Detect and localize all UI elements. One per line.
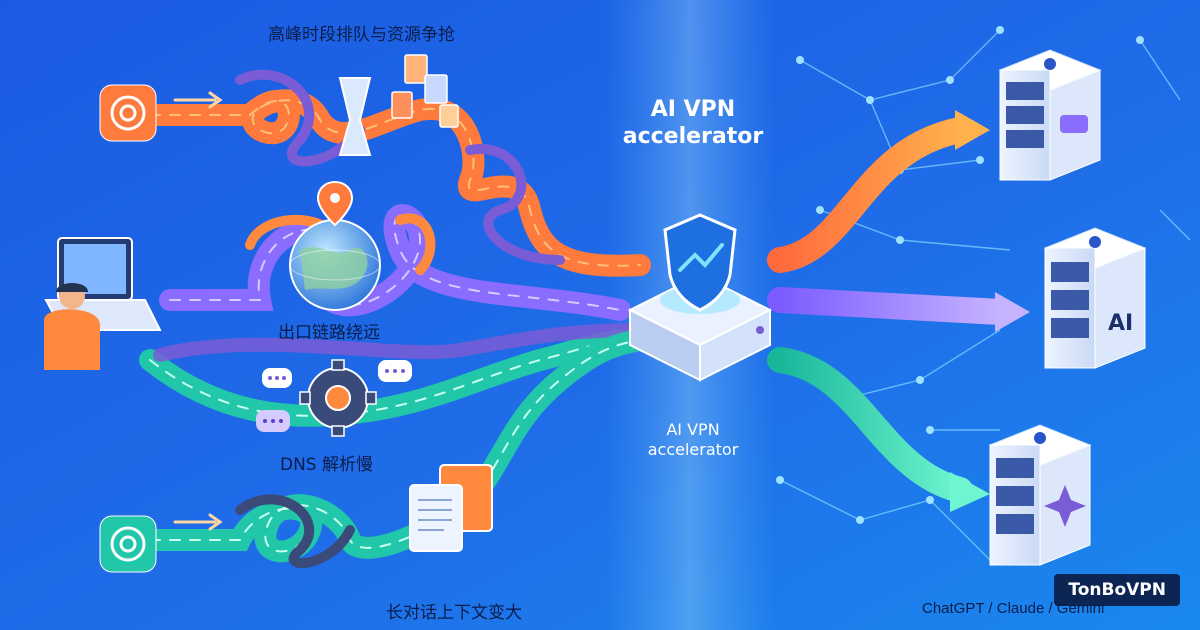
- teal-tangled-path: [139, 329, 651, 569]
- hub-title: AI VPN accelerator: [618, 97, 768, 151]
- teal-dns-path: [139, 323, 651, 427]
- orange-tangled-path: [139, 69, 651, 277]
- server-rack-icon: AI: [1043, 227, 1147, 369]
- services-label: ChatGPT / Claude / Gemini: [922, 600, 1105, 617]
- gear-icon: [299, 359, 377, 437]
- hub-title-line1: AI VPN: [650, 97, 736, 122]
- location-pin-icon: [316, 180, 354, 227]
- chatgpt-logo-icon: [99, 84, 157, 142]
- laptop-icon: [44, 237, 162, 370]
- hub-title-line2: accelerator: [622, 123, 764, 149]
- shield-icon: [663, 213, 737, 312]
- problem-route-detour-label: 出口链路绕远: [278, 323, 380, 343]
- hub-subtitle-line2: accelerator: [647, 439, 739, 459]
- globe-icon: [289, 219, 381, 311]
- chatgpt-logo-icon: [99, 515, 157, 573]
- server-ai-badge: AI: [1108, 311, 1133, 336]
- hourglass-icon: [338, 77, 372, 156]
- chat-bubble-icon: [256, 360, 412, 432]
- problem-dns-slow-label: DNS 解析慢: [280, 455, 374, 475]
- document-icon: [409, 464, 493, 552]
- sparkle-icon: [1044, 485, 1086, 527]
- document-icon: [391, 54, 459, 128]
- hub-subtitle: AI VPN accelerator: [618, 420, 768, 459]
- problem-long-context-label: 长对话上下文变大: [386, 603, 522, 623]
- problem-peak-queue-label: 高峰时段排队与资源争抢: [268, 25, 455, 45]
- server-rack-icon: [988, 424, 1092, 566]
- brand-badge: TonBoVPN: [1054, 574, 1180, 606]
- hub-subtitle-line1: AI VPN: [666, 420, 720, 439]
- output-arrows: [767, 110, 1030, 512]
- server-rack-icon: [998, 49, 1102, 181]
